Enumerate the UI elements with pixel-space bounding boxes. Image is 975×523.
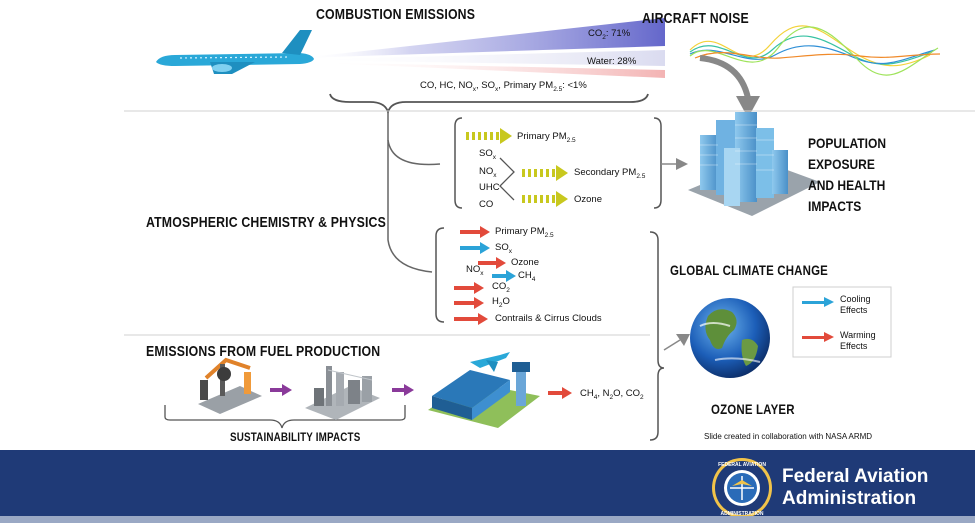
combustion-emissions-title: COMBUSTION EMISSIONS	[316, 6, 476, 23]
climate-to-earth-arrowhead	[676, 334, 690, 346]
aq-nox-label: NOx	[479, 166, 497, 179]
climate-bracket-left	[435, 227, 445, 323]
climate-h2o-label: H2O	[492, 296, 510, 309]
city-buildings-icon	[688, 112, 820, 216]
diagram-graphics	[124, 18, 975, 441]
climate-contrails-label: Contrails & Cirrus Clouds	[495, 313, 602, 324]
arrow-secondary-pm	[522, 165, 568, 181]
footer-bar: FEDERAL AVIATION ADMINISTRATION Federal …	[0, 450, 975, 523]
population-health-heading: POPULATION EXPOSURE AND HEALTH IMPACTS	[808, 133, 886, 217]
process-arrow-1	[270, 384, 292, 396]
combustion-brace	[329, 93, 649, 116]
earth-globe-icon	[690, 298, 770, 378]
other-emissions-label: CO, HC, NOx, SOx, Primary PM2.5: <1%	[420, 80, 587, 93]
air-quality-arrows	[466, 128, 568, 207]
climate-sox-label: SOx	[495, 242, 512, 255]
faa-seal-icon: FEDERAL AVIATION ADMINISTRATION	[712, 458, 772, 518]
noise-to-city-arrow	[699, 55, 760, 118]
water-share-label: Water: 28%	[587, 56, 637, 67]
process-arrow-2	[392, 384, 414, 396]
org-name-line-1: Federal Aviation	[782, 466, 929, 487]
cooling-arrow-sox	[460, 242, 490, 254]
aircraft-icon	[156, 30, 314, 74]
warming-arrow-primary-pm	[460, 226, 490, 238]
population-line-2: EXPOSURE	[808, 156, 875, 172]
co2-share-label: CO2: 71%	[588, 28, 631, 41]
emission-plume	[300, 18, 665, 78]
footer-stripe	[0, 516, 975, 523]
refinery-icon	[305, 366, 380, 420]
climate-to-earth-line	[663, 339, 681, 351]
aq-primary-pm-label: Primary PM2.5	[517, 131, 576, 144]
global-climate-change-heading: GLOBAL CLIMATE CHANGE	[670, 262, 829, 278]
warming-arrow-co2	[454, 282, 484, 294]
climate-nox-label: NOx	[466, 264, 484, 277]
climate-co2-label: CO2	[492, 281, 510, 294]
warming-arrow-ozone	[478, 257, 506, 269]
legend-box	[792, 286, 892, 358]
seal-bottom-text: ADMINISTRATION	[721, 511, 764, 517]
noise-wave-graphic	[689, 25, 941, 76]
air-quality-bracket-right	[653, 117, 662, 209]
population-line-3: AND HEALTH	[808, 177, 886, 193]
aq-co-label: CO	[479, 199, 494, 210]
branch-to-climate	[387, 140, 433, 273]
climate-ch4-label: CH4	[518, 270, 536, 283]
process-arrows	[270, 384, 414, 396]
arrow-primary-pm	[466, 128, 512, 144]
airport-terminal-icon	[428, 352, 540, 428]
population-line-4: IMPACTS	[808, 198, 862, 214]
climate-bracket-right	[649, 231, 665, 441]
aq-sox-label: SOx	[479, 148, 496, 161]
precursor-connector	[499, 157, 515, 201]
cooling-arrow-ch4	[492, 270, 516, 282]
credit-note: Slide created in collaboration with NASA…	[704, 432, 873, 441]
warming-arrow-contrails	[454, 313, 488, 325]
seal-top-text: FEDERAL AVIATION	[718, 462, 766, 468]
climate-ozone-label: Ozone	[511, 257, 539, 268]
fuel-emissions-label: CH4, N2O, CO2	[580, 388, 644, 401]
climate-arrows	[454, 226, 516, 325]
branch-to-air-quality	[387, 112, 441, 166]
legend-warming-arrow	[802, 332, 834, 342]
population-line-1: POPULATION	[808, 135, 887, 151]
climate-primary-pm-label: Primary PM2.5	[495, 226, 554, 239]
org-name-line-2: Administration	[782, 488, 917, 509]
fuel-emissions-arrow	[548, 387, 572, 399]
warming-arrow-h2o	[454, 297, 484, 309]
arrow-ozone	[522, 191, 568, 207]
sustainability-bracket	[164, 405, 406, 429]
air-quality-arrowhead	[676, 158, 688, 170]
legend-cooling-arrow	[802, 297, 834, 307]
ozone-layer-heading: OZONE LAYER	[711, 401, 795, 417]
air-quality-bracket-left	[454, 117, 463, 209]
sustainability-impacts-label: SUSTAINABILITY IMPACTS	[230, 430, 361, 444]
oil-pump-icon	[198, 357, 262, 414]
fuel-production-heading: EMISSIONS FROM FUEL PRODUCTION	[146, 343, 381, 360]
org-name: Federal Aviation Administration	[782, 466, 928, 510]
aq-uhc-label: UHC	[479, 182, 500, 193]
aq-secondary-pm-label: Secondary PM2.5	[574, 167, 646, 180]
atmospheric-chemistry-heading: ATMOSPHERIC CHEMISTRY & PHYSICS	[146, 214, 386, 231]
aq-ozone-label: Ozone	[574, 194, 602, 205]
aircraft-noise-title: AIRCRAFT NOISE	[642, 10, 749, 27]
